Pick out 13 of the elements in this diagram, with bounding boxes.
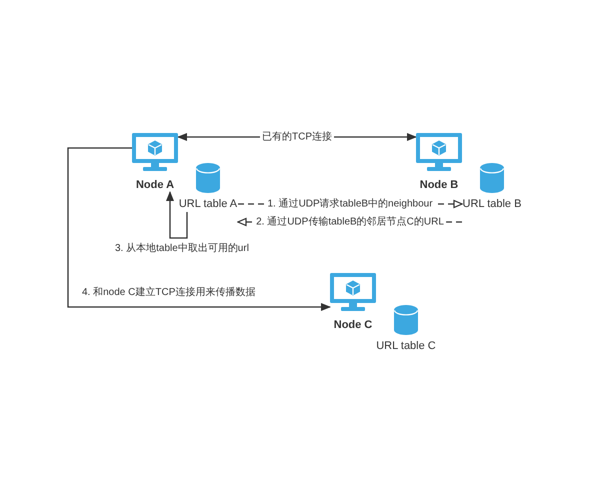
edge-label: 4. 和node C建立TCP连接用来传播数据 xyxy=(81,286,256,299)
table-label: URL table B xyxy=(462,197,522,211)
table-label: URL table A xyxy=(178,197,238,211)
arrow xyxy=(166,191,188,239)
node-name: Node A xyxy=(136,178,174,192)
edge-label: 已有的TCP连接 xyxy=(260,130,334,144)
edge-label: 3. 从本地table中取出可用的url xyxy=(114,242,250,255)
edge-label: 2. 通过UDP传输tableB的邻居节点C的URL xyxy=(254,216,446,228)
table-label: URL table C xyxy=(376,339,436,353)
arrow xyxy=(67,147,331,311)
node-name: Node B xyxy=(420,178,458,192)
edge-label: 1. 通过UDP请求tableB中的neighbour xyxy=(265,198,435,210)
node-name: Node C xyxy=(334,318,372,332)
